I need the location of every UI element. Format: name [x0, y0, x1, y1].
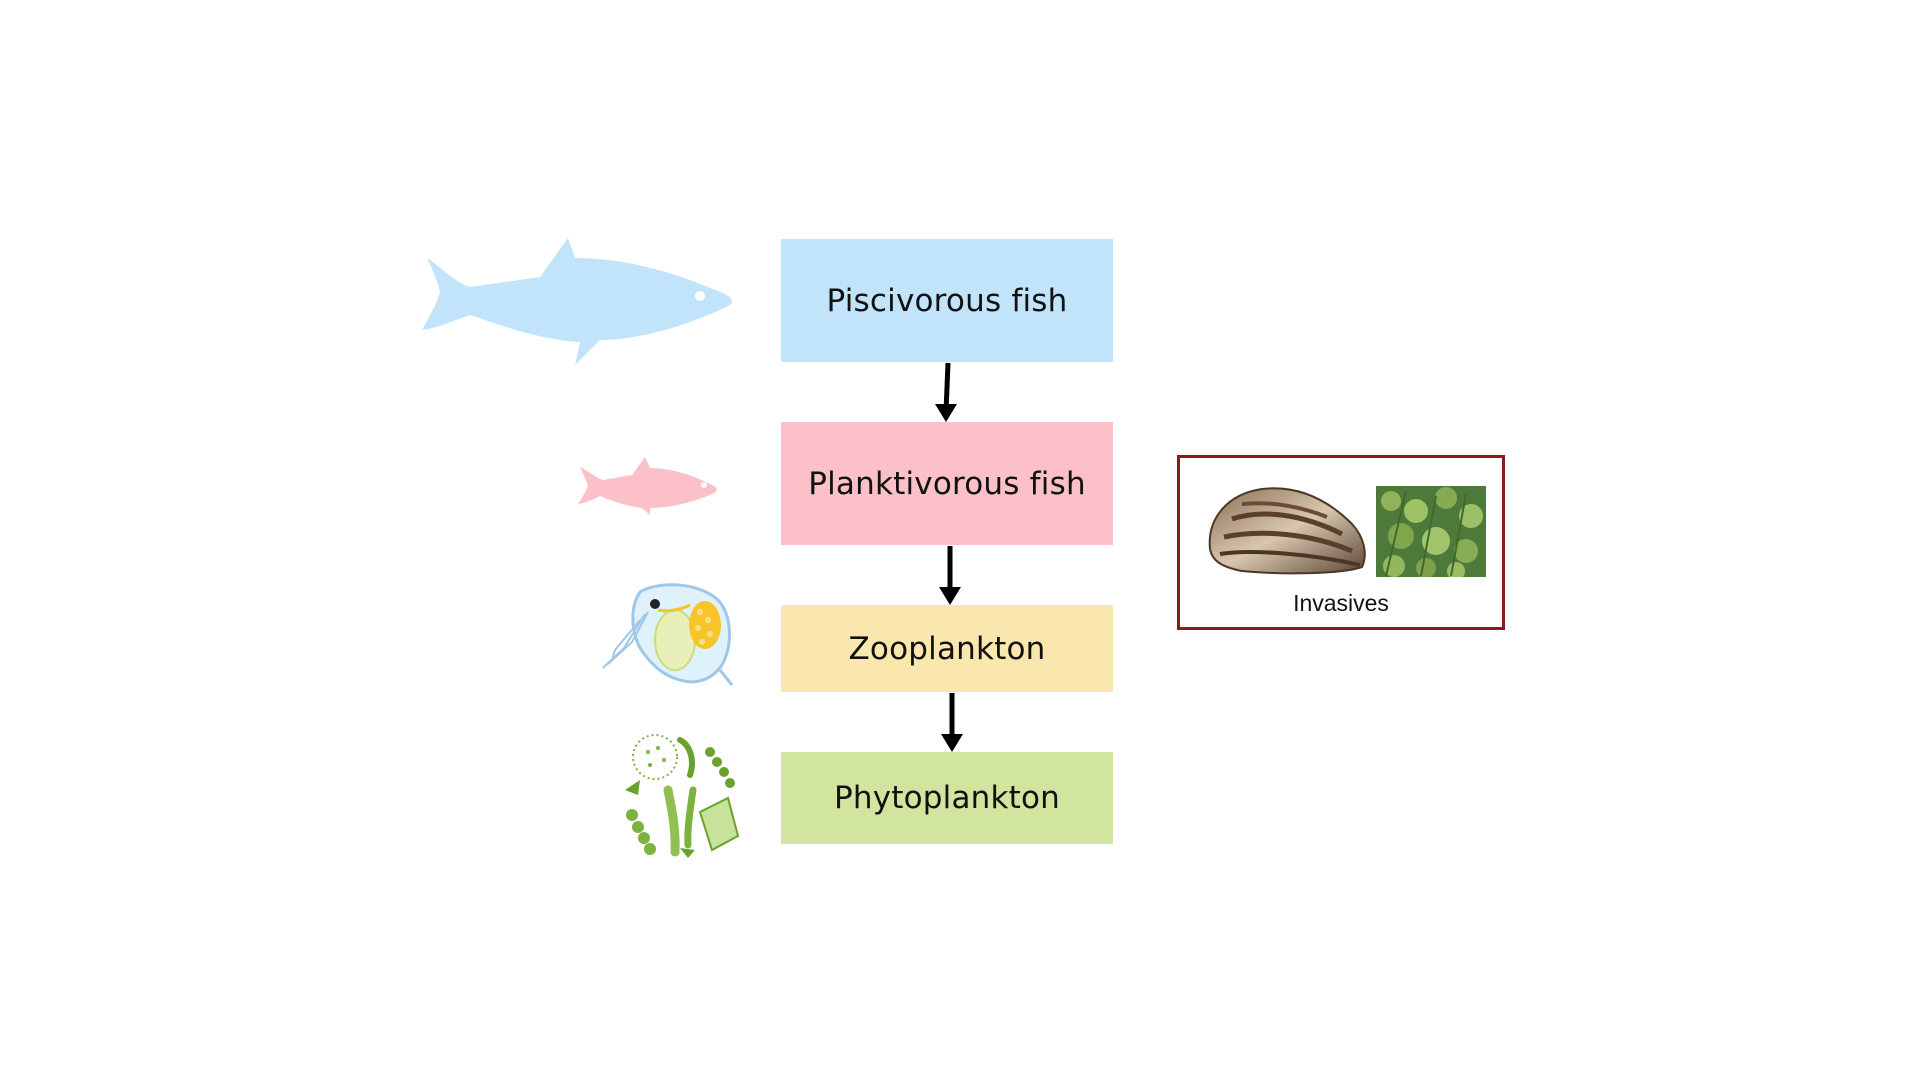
box-planktivorous-fish: Planktivorous fish	[781, 422, 1113, 545]
arrow-planktivorous-to-zooplankton	[939, 546, 961, 605]
box-phytoplankton: Phytoplankton	[781, 752, 1113, 844]
zooplankton-icon	[602, 583, 734, 686]
arrow-piscivorous-to-planktivorous	[935, 362, 957, 422]
label-piscivorous-fish: Piscivorous fish	[826, 282, 1068, 319]
box-zooplankton: Zooplankton	[781, 605, 1113, 692]
invasives-panel: Invasives	[1177, 455, 1505, 630]
label-planktivorous-fish: Planktivorous fish	[808, 465, 1086, 502]
aquatic-weed-photo	[1376, 486, 1486, 577]
label-phytoplankton: Phytoplankton	[833, 780, 1061, 816]
planktivorous-fish-icon	[578, 457, 717, 515]
phytoplankton-icon	[625, 734, 740, 858]
label-zooplankton: Zooplankton	[848, 630, 1046, 667]
box-piscivorous-fish: Piscivorous fish	[781, 239, 1113, 362]
invasives-label: Invasives	[1293, 590, 1389, 616]
arrow-zooplankton-to-phytoplankton	[941, 693, 963, 752]
zebra-mussel-photo	[1208, 487, 1366, 575]
piscivorous-fish-icon	[422, 238, 732, 365]
